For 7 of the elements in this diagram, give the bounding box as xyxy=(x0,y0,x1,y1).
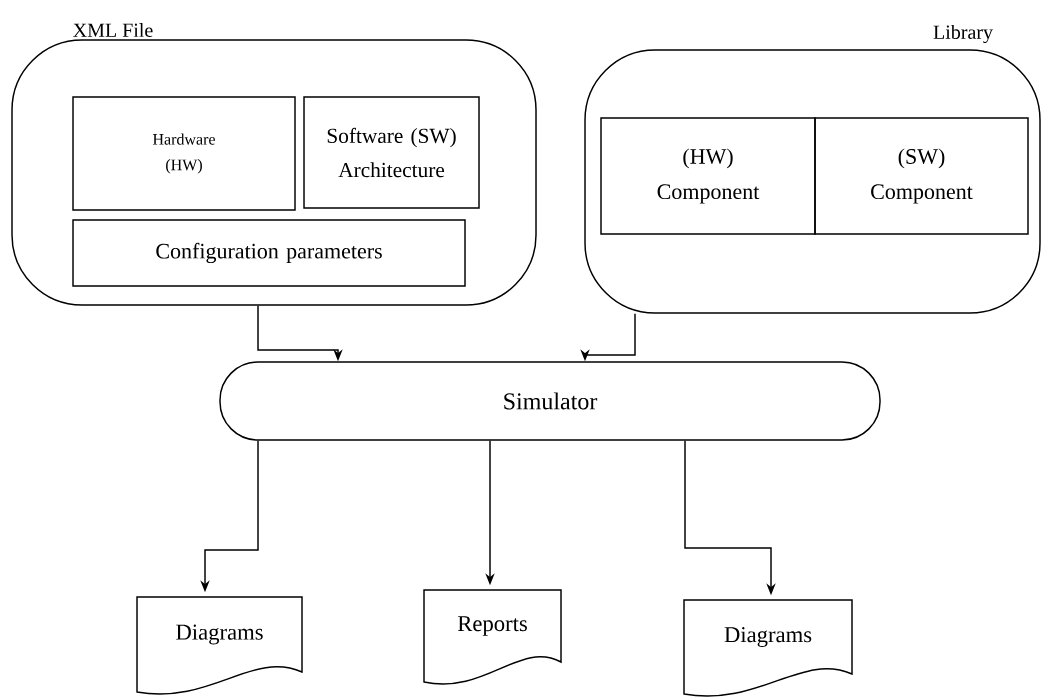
node-label: Library xyxy=(933,24,993,44)
node-label: XML File xyxy=(73,22,153,38)
text-box: Hardware (HW) xyxy=(72,96,296,211)
text-box: (SW) Component xyxy=(814,117,1029,235)
text-box: Configuration parameters xyxy=(72,219,466,287)
text-box: (HW) Component xyxy=(600,117,816,235)
text-box: Software (SW) Architecture xyxy=(303,96,480,209)
